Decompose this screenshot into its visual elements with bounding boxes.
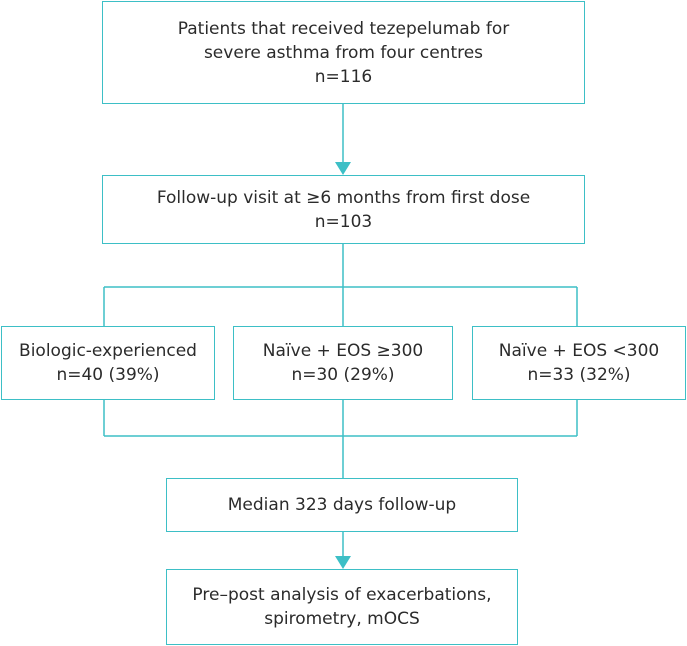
box2-line1: Follow-up visit at ≥6 months from first … [156,187,531,208]
box3-line2: n=40 (39%) [56,365,160,385]
box6-line1: Median 323 days follow-up [227,495,457,515]
box3-line1: Biologic-experienced [19,341,197,361]
box1-line2: severe asthma from four centres [203,42,484,63]
box5-line2: n=33 (32%) [527,365,631,385]
box-biologic-experienced: Biologic-experienced n=40 (39%) [1,326,215,400]
box-naive-eos-low: Naïve + EOS <300 n=33 (32%) [472,326,686,400]
arrowhead-to-box2 [335,162,351,175]
box4-line2: n=30 (29%) [291,365,395,385]
box7-line2: spirometry, mOCS [264,609,420,629]
box1-line3: n=116 [314,66,373,87]
box4-line1: Naïve + EOS ≥300 [262,341,424,361]
box-follow-up-visit: Follow-up visit at ≥6 months from first … [102,175,585,244]
arrowhead-to-box7 [335,556,351,569]
box5-line1: Naïve + EOS <300 [498,341,660,361]
box2-line2: n=103 [314,211,373,232]
box-naive-eos-high: Naïve + EOS ≥300 n=30 (29%) [233,326,453,400]
box-patients-received: Patients that received tezepelumab for s… [102,1,585,104]
box1-line1: Patients that received tezepelumab for [177,18,510,39]
box-pre-post-analysis: Pre–post analysis of exacerbations, spir… [166,569,518,645]
box7-line1: Pre–post analysis of exacerbations, [192,585,492,605]
box-median-follow-up: Median 323 days follow-up [166,478,518,532]
